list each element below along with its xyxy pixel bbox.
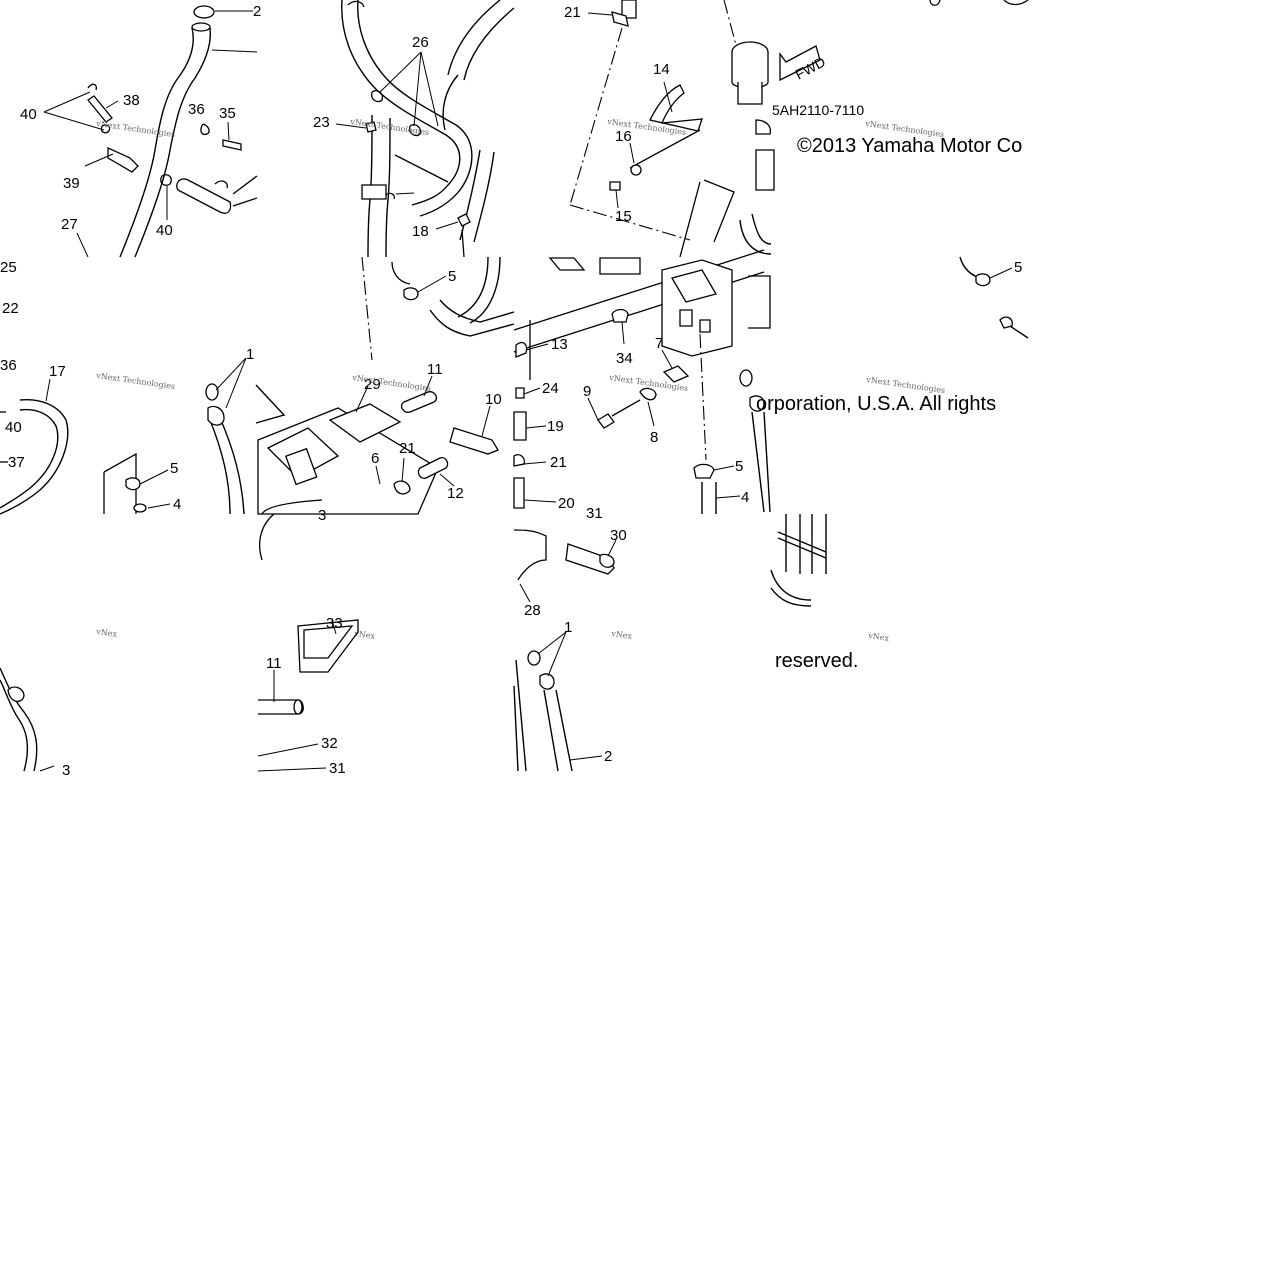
callout: 3 bbox=[62, 762, 70, 779]
callout: 21 bbox=[550, 454, 567, 471]
callout: 12 bbox=[447, 485, 464, 502]
callout: 5 bbox=[170, 460, 178, 477]
callout: 4 bbox=[741, 489, 749, 506]
watermark: vNext Technologies bbox=[351, 373, 432, 393]
callout: 11 bbox=[266, 655, 282, 672]
tile-middle-center bbox=[205, 256, 515, 515]
tile-middle-right: orporation, U.S.A. All rights bbox=[513, 249, 996, 514]
callouts: 2 26 21 14 38 40 36 35 23 16 39 15 18 40… bbox=[0, 3, 1022, 779]
callout: 29 bbox=[364, 376, 381, 393]
tile-bottom-left bbox=[0, 667, 55, 772]
watermark: vNex bbox=[353, 629, 376, 641]
callout: 27 bbox=[61, 216, 78, 233]
callout: 5 bbox=[1014, 259, 1022, 276]
copyright-line-3: reserved. bbox=[775, 650, 858, 672]
callout: 24 bbox=[542, 380, 559, 397]
tile-top-right: FWD bbox=[569, 0, 828, 258]
callout: 2 bbox=[604, 748, 612, 765]
callout: 9 bbox=[583, 383, 591, 400]
callout: 31 bbox=[329, 760, 346, 777]
copyright-line-2: orporation, U.S.A. All rights bbox=[756, 393, 996, 415]
callout: 38 bbox=[123, 92, 140, 109]
callout: 19 bbox=[547, 418, 564, 435]
watermark: vNext Technologies bbox=[349, 117, 430, 137]
callout: 5 bbox=[448, 268, 456, 285]
callout: 2 bbox=[253, 3, 261, 20]
tile-top-center bbox=[335, 0, 515, 258]
callout: 14 bbox=[653, 61, 670, 78]
callout: 36 bbox=[0, 357, 17, 374]
callout: 21 bbox=[564, 4, 581, 21]
callout: 34 bbox=[616, 350, 633, 367]
watermark: vNex bbox=[95, 627, 118, 639]
callout: 7 bbox=[655, 335, 663, 352]
callout: 10 bbox=[485, 391, 502, 408]
callout: 25 bbox=[0, 259, 17, 276]
callout: 21 bbox=[399, 440, 416, 457]
callout: 37 bbox=[8, 454, 25, 471]
callout: 26 bbox=[412, 34, 429, 51]
callout: 15 bbox=[615, 208, 632, 225]
watermark: vNex bbox=[867, 631, 890, 643]
callout: 16 bbox=[615, 128, 632, 145]
diagram-code: 5AH2110-7110 bbox=[772, 102, 864, 118]
callout: 20 bbox=[558, 495, 575, 512]
callout: 1 bbox=[564, 619, 572, 636]
callout: 5 bbox=[735, 458, 743, 475]
callout: 40 bbox=[156, 222, 173, 239]
callout: 31 bbox=[586, 505, 603, 522]
callout: 40 bbox=[5, 419, 22, 436]
copyright-line-1: ©2013 Yamaha Motor Co bbox=[797, 135, 1022, 157]
callout: 1 bbox=[246, 346, 254, 363]
callout: 11 bbox=[427, 361, 443, 378]
callout: 17 bbox=[49, 363, 66, 380]
callout: 3 bbox=[318, 507, 326, 524]
watermark: vNex bbox=[610, 629, 633, 641]
callout: 18 bbox=[412, 223, 429, 240]
callout: 6 bbox=[371, 450, 379, 467]
tile-top-left bbox=[43, 5, 258, 258]
callout: 4 bbox=[173, 496, 181, 513]
watermarks: vNext Technologies vNext Technologies vN… bbox=[95, 117, 946, 643]
callout: 22 bbox=[2, 300, 19, 317]
watermark: vNext Technologies bbox=[95, 371, 176, 391]
callout: 8 bbox=[650, 429, 658, 446]
callout: 36 bbox=[188, 101, 205, 118]
callout: 39 bbox=[63, 175, 80, 192]
watermark: vNext Technologies bbox=[95, 119, 176, 139]
callout: 28 bbox=[524, 602, 541, 619]
callout: 33 bbox=[326, 615, 343, 632]
tile-middle-left bbox=[0, 378, 171, 515]
tile-middle-far-right bbox=[959, 256, 1029, 339]
callout: 40 bbox=[20, 106, 37, 123]
fwd-arrow: FWD bbox=[779, 45, 828, 83]
callout: 23 bbox=[313, 114, 330, 131]
tile-top-far-right: 5AH2110-7110 ©2013 Yamaha Motor Co bbox=[772, 0, 1029, 157]
callout: 13 bbox=[551, 336, 568, 353]
tile-bottom-right: reserved. bbox=[513, 514, 858, 772]
callout: 30 bbox=[610, 527, 627, 544]
tile-bottom-center bbox=[257, 513, 359, 772]
callout: 32 bbox=[321, 735, 338, 752]
callout: 35 bbox=[219, 105, 236, 122]
